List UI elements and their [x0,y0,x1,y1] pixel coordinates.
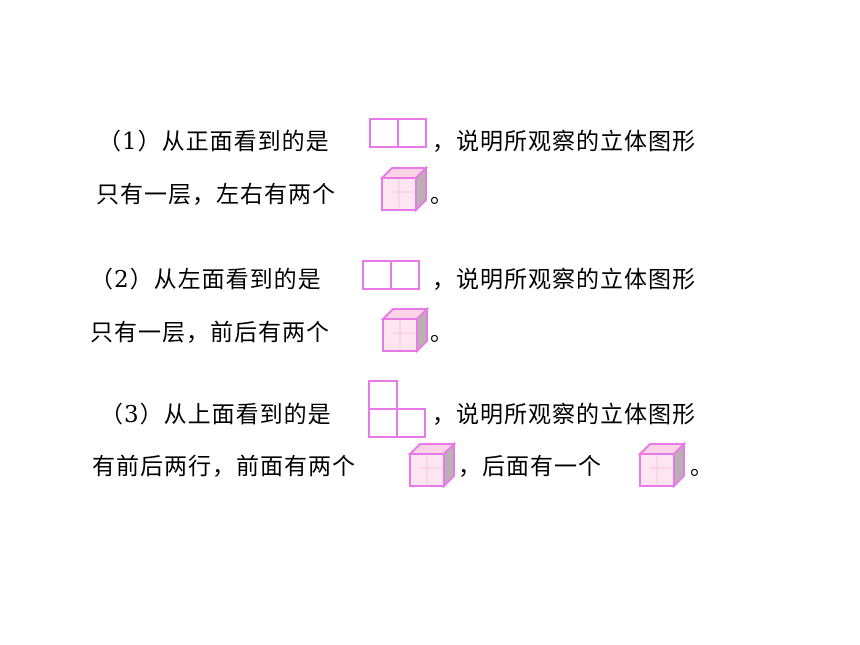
front-view-cell-right [397,118,427,148]
item3-line1-start: （3）从上面看到的是 [100,402,332,428]
item2-line1-end: ，说明所观察的立体图形 [432,267,696,293]
item3-line1-end: ，说明所观察的立体图形 [432,402,696,428]
item2-line2-start: 只有一层，前后有两个 [90,320,330,346]
front-view-cell-left [369,118,399,148]
item1-line2-start: 只有一层，左右有两个 [96,182,336,208]
item2-line1-start: （2）从左面看到的是 [90,267,322,293]
item1-line2-end: 。 [430,182,454,208]
left-view-cell-left [362,260,392,290]
cube-icon [638,442,686,488]
item1-line1-start: （1）从正面看到的是 [98,129,330,155]
item1-line1-end: ，说明所观察的立体图形 [432,129,696,155]
top-view-cell-back [368,380,398,410]
item2-line2-end: 。 [430,320,454,346]
item3-line2-start: 有前后两行，前面有两个 [92,454,356,480]
cube-icon [408,442,456,488]
top-view-cell-front-left [368,408,398,438]
item3-line2-end: 。 [690,454,714,480]
top-view-cell-front-right [396,408,426,438]
item3-line2-middle: ，后面有一个 [458,454,602,480]
cube-icon [380,166,428,212]
cube-icon [381,307,429,353]
left-view-cell-right [390,260,420,290]
